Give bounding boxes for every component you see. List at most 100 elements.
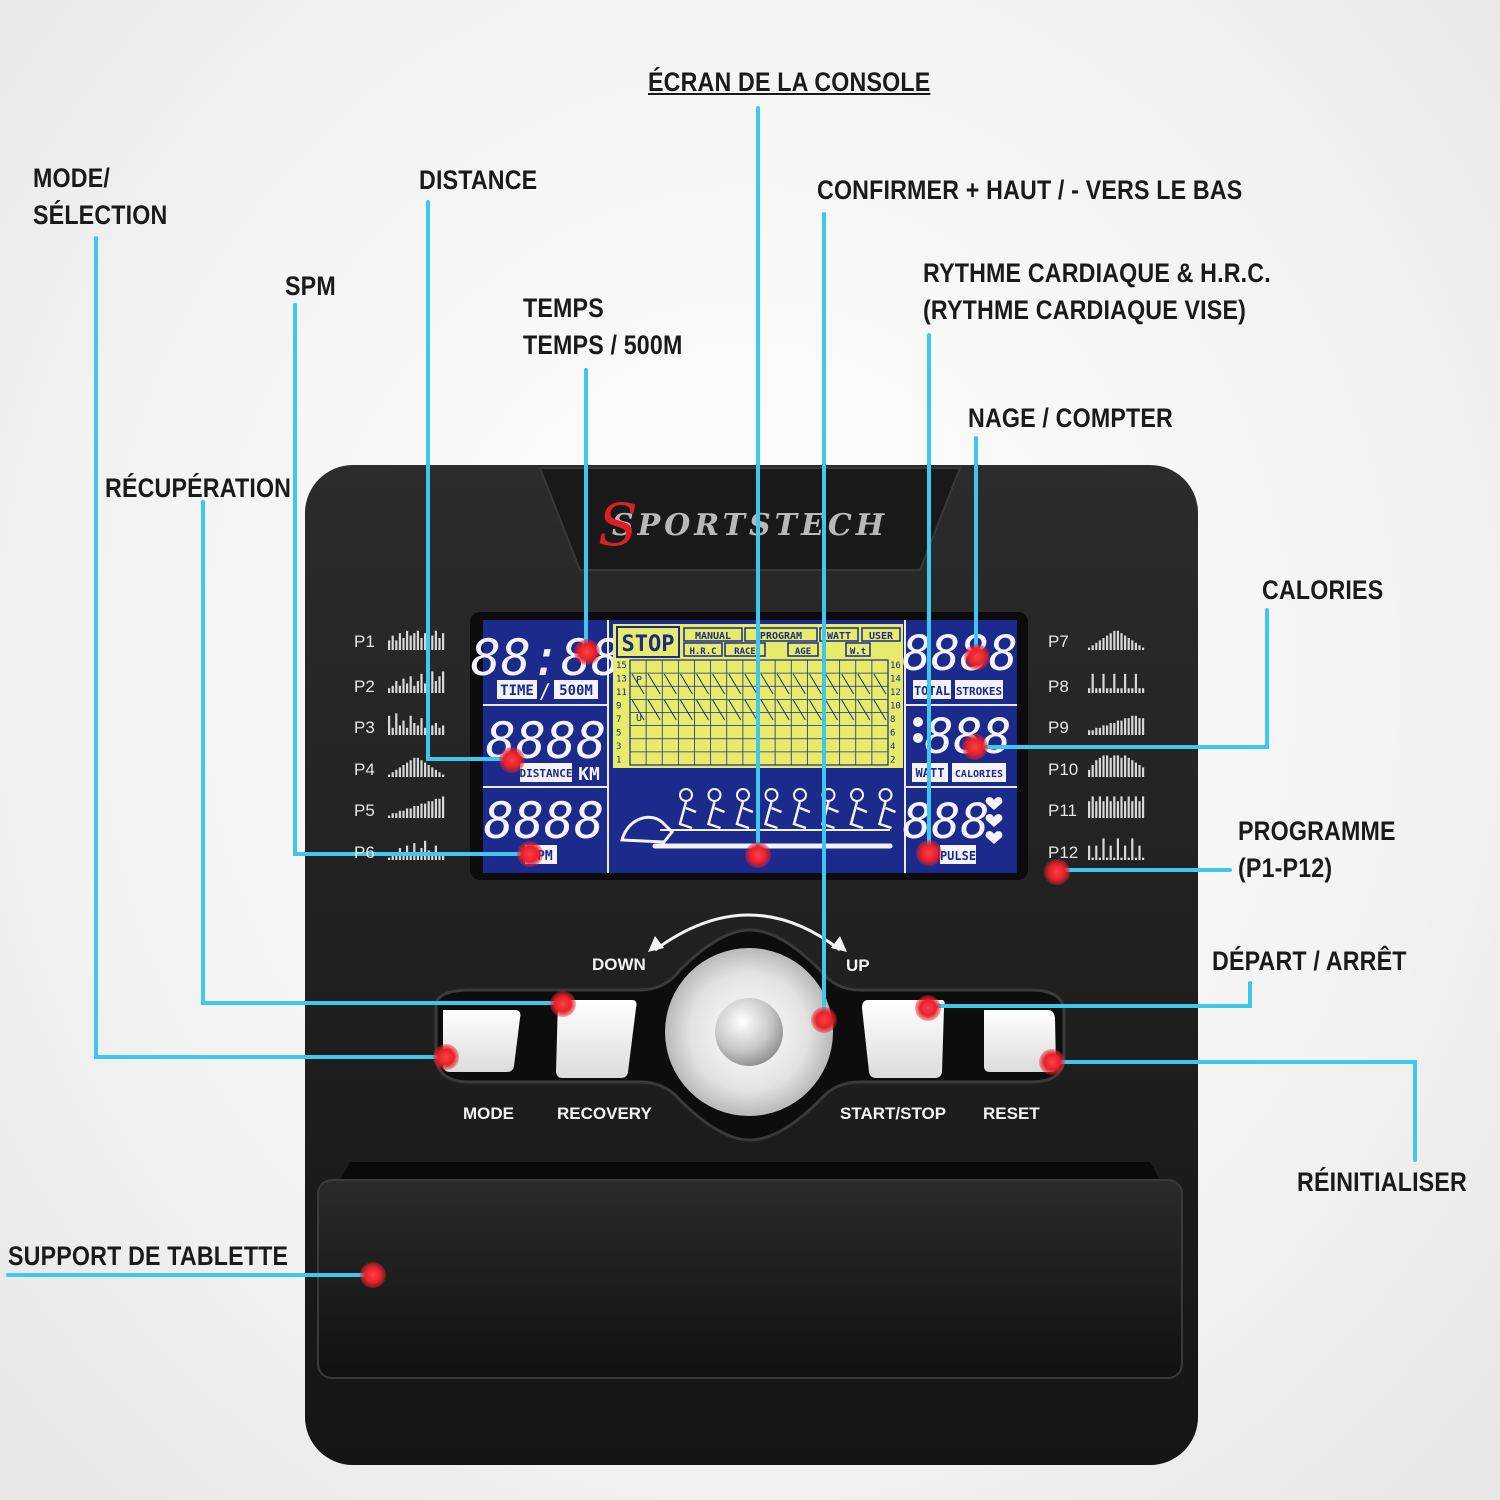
recovery-button[interactable] (556, 1000, 637, 1078)
program-profile-bar (413, 843, 416, 860)
rower-figure (679, 788, 693, 802)
program-profile-bar (1131, 688, 1134, 693)
reset-button[interactable] (984, 1010, 1056, 1072)
tablet-holder (317, 1162, 1183, 1379)
program-profile-bar (1088, 845, 1091, 860)
program-profile-bar (424, 683, 427, 693)
callout-marker-dot (574, 639, 600, 665)
callout-calories: CALORIES (1262, 575, 1384, 605)
lcd-calories-label: CALORIES (955, 769, 1003, 780)
program-profile-bar (1120, 796, 1123, 818)
program-profile-bar (402, 720, 405, 735)
program-profile-bar (1106, 725, 1109, 735)
lcd-spm-digits: 8888 (484, 792, 604, 850)
program-profile-bar (413, 757, 416, 777)
program-profile-bar (1131, 801, 1134, 818)
callout-marker-dot (1039, 1049, 1065, 1075)
start-stop-button-label: START/STOP (840, 1104, 947, 1123)
program-profile-bar (1098, 857, 1101, 860)
lcd-grid-scale-left: 5 (616, 729, 621, 739)
program-profile-bar (1109, 688, 1112, 693)
program-label-right: P8 (1048, 677, 1069, 696)
program-profile-bar (1088, 769, 1091, 777)
program-profile-bar (388, 715, 391, 735)
program-profile-bar (424, 840, 427, 860)
program-profile-bar (1113, 673, 1116, 693)
program-profile-bar (434, 681, 437, 693)
program-profile-bar (398, 725, 401, 735)
program-profile-bar (402, 810, 405, 818)
program-profile-bar (416, 806, 419, 818)
program-profile-bar (1134, 642, 1137, 650)
program-profile-bar (1138, 688, 1141, 693)
program-profile-bar (1124, 673, 1127, 693)
program-profile-bar (1113, 755, 1116, 777)
program-profile-bar (1120, 688, 1123, 693)
program-profile-bar (391, 772, 394, 777)
lcd-pulse-label: PULSE (940, 849, 976, 863)
callout-mode-line1: MODE/ (33, 163, 110, 193)
program-profile-bar (398, 685, 401, 693)
lcd-strokes-label: STROKES (956, 685, 1002, 698)
program-profile-bar (1109, 801, 1112, 818)
callout-marker-dot (550, 991, 576, 1017)
program-label-left: P2 (354, 677, 375, 696)
program-profile-bar (1102, 838, 1105, 860)
lcd-distance-label: DISTANCE (520, 767, 573, 780)
program-profile-bar (1088, 647, 1091, 650)
callout-temps-line2: TEMPS / 500M (523, 330, 683, 360)
program-profile-bar (442, 671, 445, 693)
program-profile-bar (431, 725, 434, 735)
program-profile-bar (438, 676, 441, 693)
callout-lines (6, 106, 1417, 1277)
program-profile-bar (1138, 765, 1141, 777)
lcd-grid-scale-right: 10 (890, 702, 901, 712)
program-profile-bar (1138, 801, 1141, 818)
program-profile-bar (388, 688, 391, 693)
lcd-grid-scale-right: 2 (890, 756, 895, 766)
program-profile-bar (442, 774, 445, 777)
tablet-tray[interactable] (317, 1179, 1183, 1379)
lcd-grid-scale-left: 7 (616, 715, 621, 725)
program-profile-bar (1134, 857, 1137, 860)
program-profile-bar (1142, 796, 1145, 818)
program-profile-bar (424, 633, 427, 650)
program-profile-bar (1113, 630, 1116, 650)
confirm-knob[interactable] (715, 998, 783, 1066)
callout-line-recuperation (201, 500, 565, 1005)
program-profile-bar (409, 760, 412, 777)
program-profile-bar (1095, 688, 1098, 693)
lcd-tag: WATT (827, 631, 851, 642)
program-profile-bar (1102, 755, 1105, 777)
mode-button[interactable] (443, 1010, 521, 1072)
callout-marker-dot (517, 841, 543, 867)
program-profile-bar (391, 685, 394, 693)
program-profile-bar (1095, 845, 1098, 860)
program-profile-bar (434, 798, 437, 818)
program-profile-bar (1138, 845, 1141, 860)
program-profile-bar (413, 633, 416, 650)
program-profile-bar (406, 808, 409, 818)
callout-spm: SPM (285, 271, 336, 301)
program-profile-bar (1134, 673, 1137, 693)
program-profile-bar (1127, 718, 1130, 735)
program-profile-bar (1102, 638, 1105, 650)
lcd-grid-scale-left: 13 (616, 675, 627, 685)
program-profile-bar (1124, 635, 1127, 650)
program-profile-bar (1131, 640, 1134, 650)
lcd-grid-scale-left: 11 (616, 688, 627, 698)
program-profile-bar (402, 638, 405, 650)
program-profile-bar (1091, 645, 1094, 650)
program-profile-bar (1095, 642, 1098, 650)
program-profile-bar (402, 678, 405, 693)
callout-line-calories (973, 608, 1269, 749)
program-profile-bar (1109, 633, 1112, 650)
callout-marker-dot (964, 644, 990, 670)
lcd-500m-label: 500M (559, 683, 593, 699)
program-profile-bar (420, 718, 423, 735)
program-profile-bar (1131, 760, 1134, 777)
program-label-left: P1 (354, 632, 375, 651)
program-profile-bar (409, 808, 412, 818)
program-profile-bar (1098, 727, 1101, 735)
